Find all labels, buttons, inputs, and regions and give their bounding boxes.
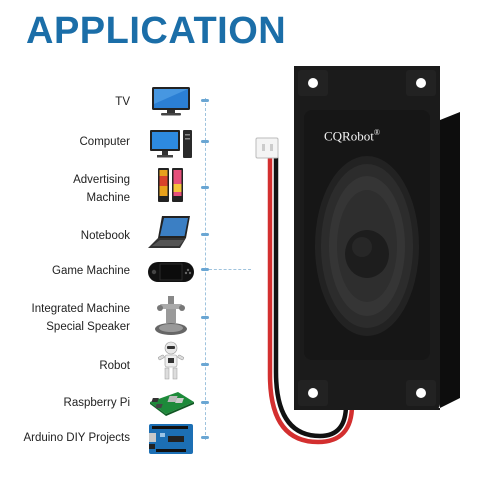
robot-icon bbox=[158, 341, 184, 380]
arduino-board-icon bbox=[149, 424, 193, 454]
mount-hole bbox=[308, 78, 318, 88]
label-computer: Computer bbox=[79, 136, 131, 148]
guide-dot bbox=[201, 140, 209, 143]
tv-icon bbox=[152, 87, 190, 116]
handheld-console-icon bbox=[148, 262, 194, 282]
brand-logo: CQRobot® bbox=[324, 128, 380, 144]
guide-dot bbox=[201, 233, 209, 236]
speaker-module-icon bbox=[155, 296, 187, 335]
advertising-kiosk-icon bbox=[158, 168, 183, 202]
guide-dot bbox=[201, 99, 209, 102]
page-title: APPLICATION bbox=[26, 10, 287, 52]
desktop-computer-icon bbox=[150, 130, 192, 158]
label-tv: TV bbox=[115, 96, 130, 108]
label-robot: Robot bbox=[99, 360, 130, 372]
label-notebook: Notebook bbox=[80, 230, 130, 242]
label-game-machine: Game Machine bbox=[52, 265, 130, 277]
black-wire bbox=[273, 150, 349, 439]
mount-hole bbox=[308, 388, 318, 398]
label-arduino: Arduino DIY Projects bbox=[23, 432, 130, 444]
guide-dot bbox=[201, 316, 209, 319]
red-wire bbox=[267, 150, 355, 445]
raspberry-pi-board-icon bbox=[150, 392, 194, 416]
guide-dot bbox=[201, 401, 209, 404]
laptop-icon bbox=[148, 216, 190, 248]
jst-connector bbox=[255, 137, 279, 159]
guide-connector bbox=[209, 269, 251, 270]
mount-hole bbox=[416, 388, 426, 398]
guide-dot bbox=[201, 363, 209, 366]
label-raspberry-pi: Raspberry Pi bbox=[63, 397, 130, 409]
guide-dot bbox=[201, 268, 209, 271]
guide-dot bbox=[201, 436, 209, 439]
label-advertising-machine: Advertising Machine bbox=[73, 174, 130, 204]
guide-dot bbox=[201, 186, 209, 189]
mount-hole bbox=[416, 78, 426, 88]
label-integrated-machine: Integrated Machine Special Speaker bbox=[31, 303, 130, 333]
